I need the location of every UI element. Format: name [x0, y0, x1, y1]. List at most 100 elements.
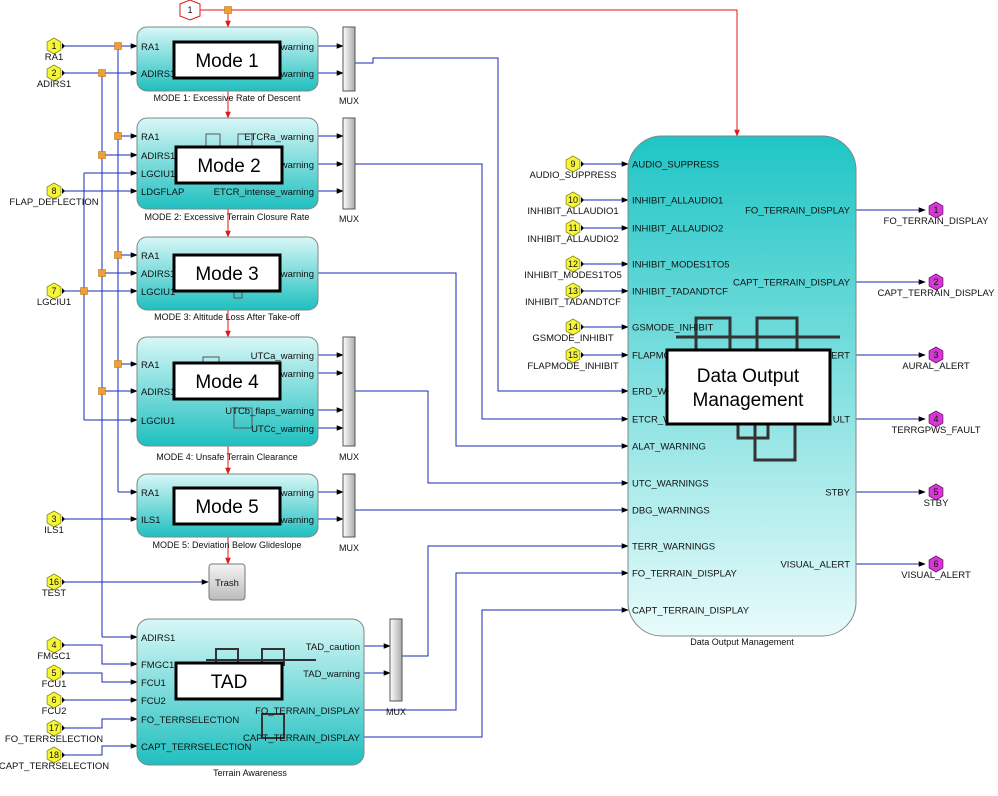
tad-input-fmgc1: FMGC1 — [141, 660, 174, 671]
mode4-output-1: UTCa_warning — [251, 351, 314, 362]
mode3-input-adirs1: ADIRS1 — [141, 269, 175, 280]
dom-output-label: FO_TERRAIN_DISPLAY — [745, 206, 851, 217]
inport-label: FLAP_DEFLECTION — [9, 197, 98, 208]
dom-input-label: UTC_WARNINGS — [632, 479, 709, 490]
tad-overlay-label: TAD — [174, 661, 284, 701]
svg-text:Mode 4: Mode 4 — [195, 372, 259, 393]
inport-number: 10 — [568, 195, 578, 205]
signal-wires — [62, 43, 926, 756]
inport-number: 9 — [570, 159, 575, 169]
svg-text:Mode 5: Mode 5 — [195, 497, 258, 518]
dom-output-label: ULT — [833, 415, 850, 426]
inport-label: FLAPMODE_INHIBIT — [527, 361, 619, 372]
mux-mode5[interactable]: MUX — [339, 473, 359, 553]
inport-number: 5 — [51, 668, 56, 678]
svg-text:Mode 3: Mode 3 — [195, 264, 258, 285]
tad-input-adirs1: ADIRS1 — [141, 633, 175, 644]
svg-text:TAD: TAD — [211, 672, 248, 693]
mode3-input-ra1: RA1 — [141, 251, 159, 262]
trash-label: Trash — [215, 578, 239, 589]
inport-label: INHIBIT_MODES1TO5 — [524, 270, 622, 281]
inport-number: 4 — [51, 640, 56, 650]
outport-number: 6 — [933, 559, 938, 569]
tad-input-capt-terrselection: CAPT_TERRSELECTION — [141, 742, 251, 753]
mode1-overlay-label: Mode 1 — [172, 40, 282, 80]
mode4-overlay-label: Mode 4 — [172, 361, 282, 401]
dom-input-label: CAPT_TERRAIN_DISPLAY — [632, 606, 750, 617]
dom-overlay-label: Data Output Management — [665, 348, 832, 426]
svg-text:MUX: MUX — [339, 452, 359, 462]
inport-number: 16 — [49, 577, 59, 587]
mode3-output-1: warning — [280, 269, 314, 280]
inport-label: GSMODE_INHIBIT — [532, 333, 613, 344]
dom-output-label: VISUAL_ALERT — [780, 560, 850, 571]
inport-label: FCU1 — [42, 679, 67, 690]
mux-mode4[interactable]: MUX — [339, 336, 359, 462]
inport-number: 1 — [51, 41, 56, 51]
dom-name-line-1: Data Output — [697, 366, 800, 387]
outport-1[interactable]: 1FO_TERRAIN_DISPLAY — [884, 201, 990, 227]
inport-label: CAPT_TERRSELECTION — [0, 761, 109, 772]
inport-number: 6 — [51, 695, 56, 705]
trash-block[interactable]: Trash — [208, 563, 246, 601]
dom-input-label: FLAPMO — [632, 351, 671, 362]
mode2-input-lgciu1: LGCIU1 — [141, 169, 175, 180]
mode4-input-ra1: RA1 — [141, 360, 159, 371]
inport-number: 12 — [568, 259, 578, 269]
dom-input-label: ERD_WA — [632, 387, 673, 398]
mode3-caption: MODE 3: Altitude Loss After Take-off — [154, 312, 300, 322]
mode3-input-lgciu1: LGCIU1 — [141, 287, 175, 298]
inport-label: ADIRS1 — [37, 79, 71, 90]
mode5-output-1: warning — [280, 488, 314, 499]
mode2-output-3: ETCR_intense_warning — [214, 187, 314, 198]
mux-mode1[interactable]: MUX — [339, 26, 359, 106]
inport-number: 3 — [51, 514, 56, 524]
mode5-overlay-label: Mode 5 — [172, 486, 282, 526]
mode5-output-2: warning — [280, 515, 314, 526]
mux-mode2[interactable]: MUX — [339, 117, 359, 224]
outport-label: CAPT_TERRAIN_DISPLAY — [877, 288, 995, 299]
mux-tad[interactable]: MUX — [386, 618, 406, 717]
svg-text:MUX: MUX — [339, 543, 359, 553]
mode2-input-ldgflap: LDGFLAP — [141, 187, 184, 198]
mode5-caption: MODE 5: Deviation Below Glideslope — [152, 540, 301, 550]
dom-input-label: ETCR_W — [632, 415, 672, 426]
mode2-overlay-label: Mode 2 — [174, 145, 284, 185]
dom-caption: Data Output Management — [690, 637, 794, 647]
dom-output-label: CAPT_TERRAIN_DISPLAY — [733, 278, 851, 289]
top-inport[interactable]: 1 — [179, 0, 201, 21]
outport-number: 3 — [933, 350, 938, 360]
inport-number: 15 — [568, 350, 578, 360]
tad-input-fcu2: FCU2 — [141, 696, 166, 707]
mode2-input-adirs1: ADIRS1 — [141, 151, 175, 162]
outport-glyphs: 1FO_TERRAIN_DISPLAY 2CAPT_TERRAIN_DISPLAY… — [877, 201, 995, 581]
tad-input-fo-terrselection: FO_TERRSELECTION — [141, 715, 239, 726]
dom-input-label: DBG_WARNINGS — [632, 506, 710, 517]
mode1-input-ra1: RA1 — [141, 42, 159, 53]
